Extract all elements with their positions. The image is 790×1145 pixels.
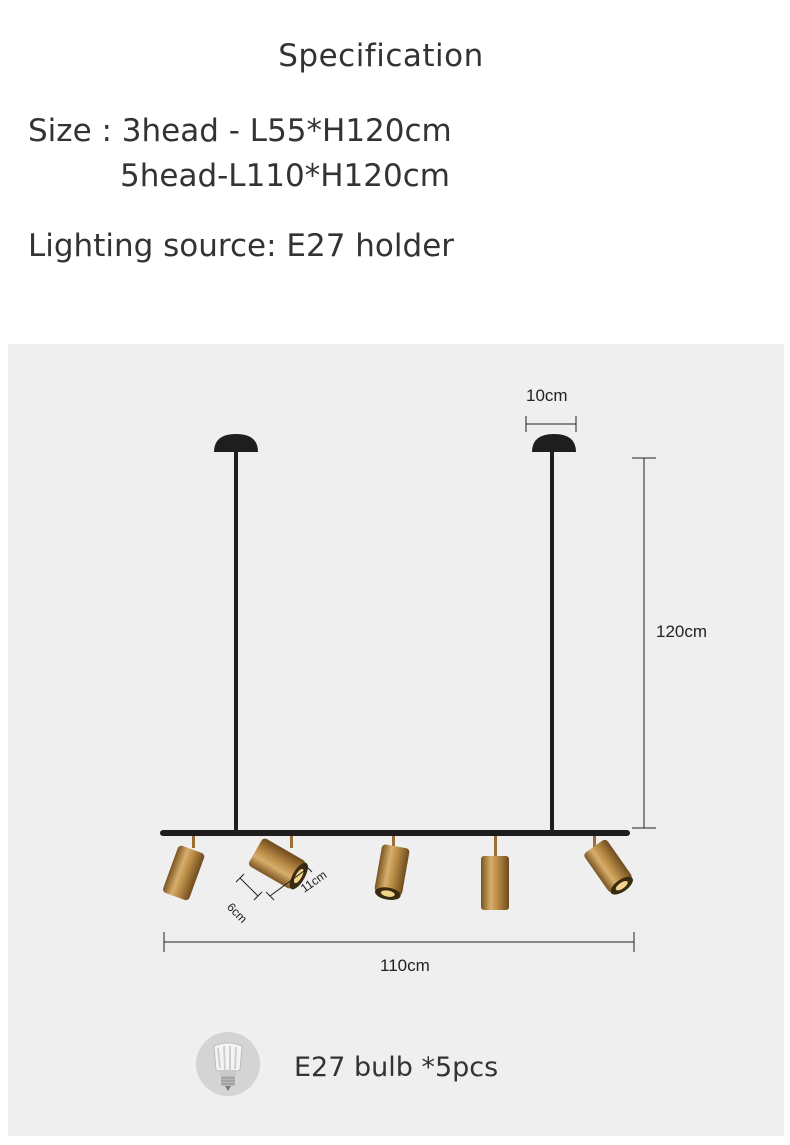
spotlight-head-1 (163, 836, 205, 901)
spotlight-head-2 (248, 836, 308, 890)
dimension-height (632, 457, 656, 829)
label-canopy-width: 10cm (526, 386, 568, 405)
dimension-head-length (265, 863, 313, 901)
horizontal-bar (160, 830, 630, 836)
spotlight-head-5 (584, 836, 633, 895)
ceiling-canopy-left (214, 434, 258, 452)
suspension-rod-right (550, 452, 554, 832)
dimension-length (163, 932, 635, 952)
product-diagram: 10cm 120cm 110cm 6cm 11cm E27 bulb *5pcs (8, 344, 784, 1136)
spec-size-line-1: Size : 3head - L55*H120cm (28, 113, 452, 149)
label-height: 120cm (656, 622, 708, 641)
ceiling-canopy-right (532, 434, 576, 452)
spec-lighting-source: Lighting source: E27 holder (28, 228, 455, 264)
spec-title: Specification (278, 38, 484, 74)
led-bulb-icon (196, 1032, 260, 1096)
suspension-rod-left (234, 452, 238, 832)
spotlight-head-4 (481, 836, 509, 910)
dimension-head-diameter (235, 873, 263, 901)
bulb-label: E27 bulb *5pcs (294, 1052, 499, 1083)
label-length: 110cm (380, 956, 430, 975)
spec-size-line-2: 5head-L110*H120cm (120, 158, 450, 194)
pendant-lamp-illustration (160, 416, 656, 952)
spotlight-head-3 (374, 836, 410, 900)
dimension-canopy-width (525, 416, 577, 432)
